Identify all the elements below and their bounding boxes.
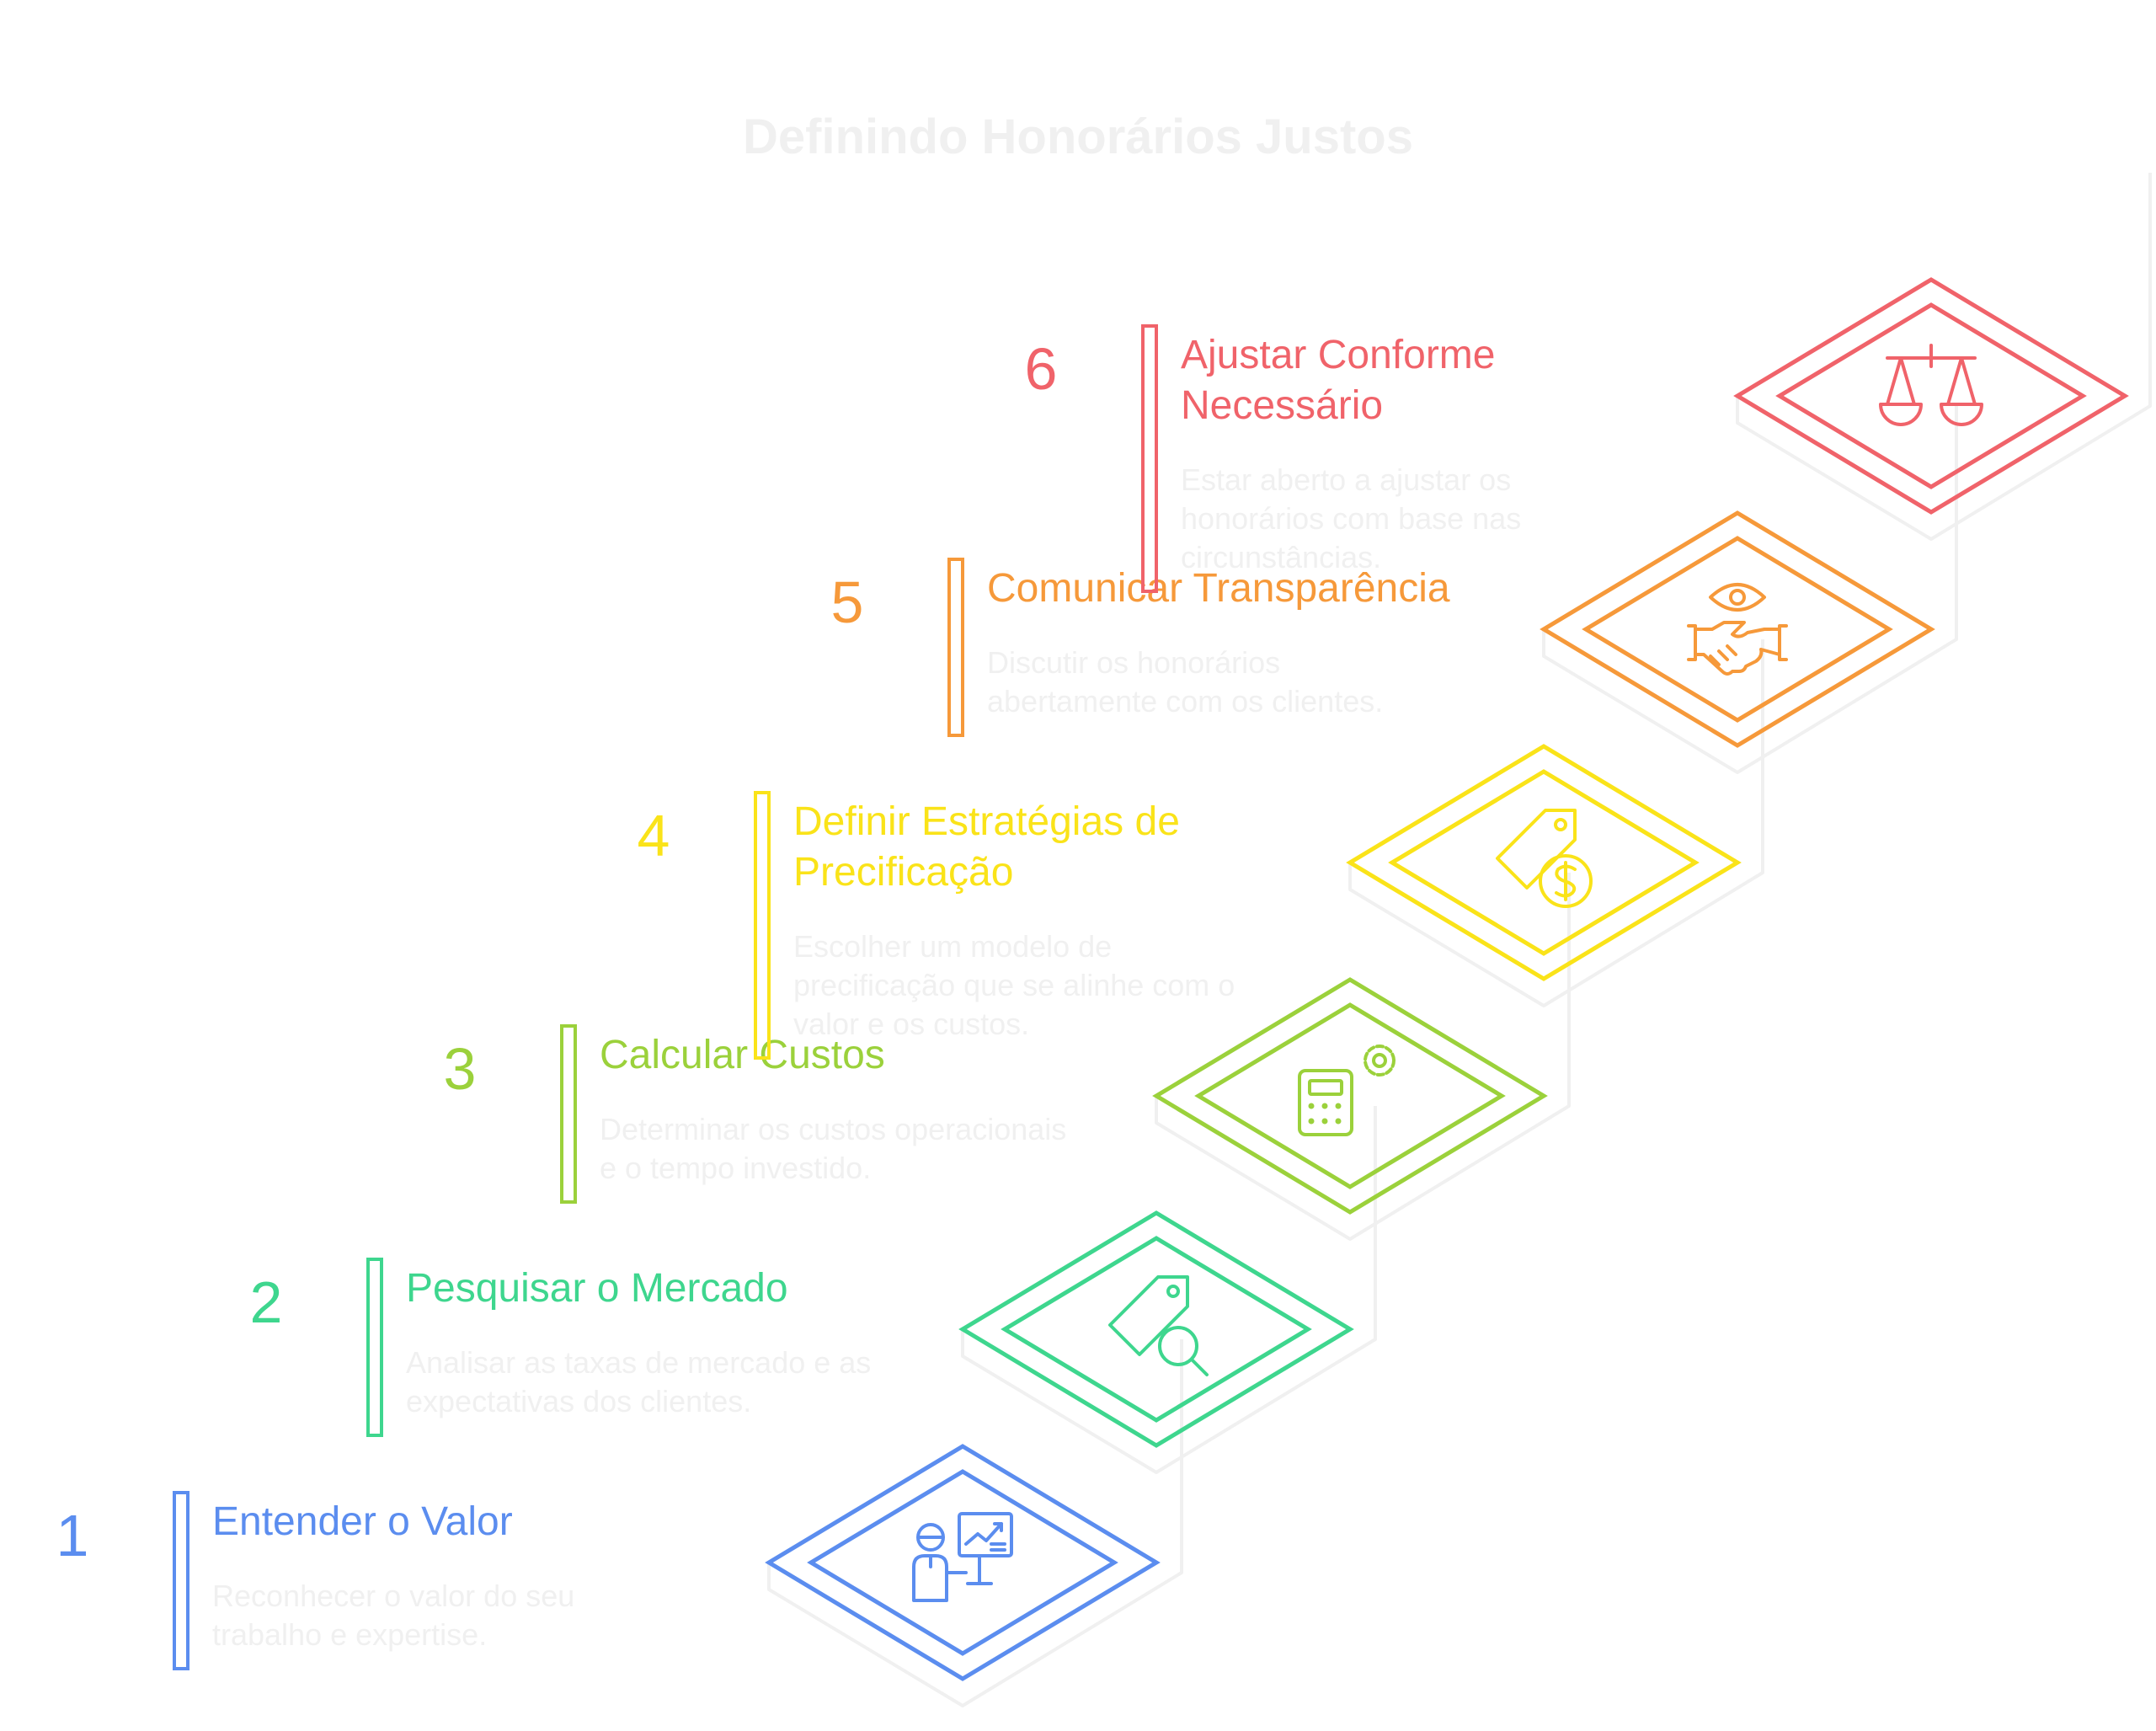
presentation-icon — [912, 1512, 1013, 1602]
step-bar — [366, 1258, 383, 1437]
step-diamond-outer — [1540, 510, 1935, 748]
stair-shadow — [1736, 173, 2152, 541]
stair-shadow — [1542, 406, 1958, 774]
step-number: 5 — [831, 569, 864, 635]
step-heading: Precificação — [793, 850, 1013, 895]
calculator-gear-icon — [1298, 1044, 1396, 1136]
step-description: Discutir os honorários — [987, 645, 1280, 680]
step-diamond-outer — [1152, 977, 1548, 1215]
step-bar — [560, 1024, 577, 1204]
step-diamond-inner — [1775, 302, 2087, 489]
balance-scale-icon — [1879, 344, 1983, 426]
step-diamond-inner — [1388, 769, 1700, 956]
step-description: abertamente com os clientes. — [987, 684, 1383, 719]
step-diamond-inner — [1582, 536, 1893, 723]
step-description: e o tempo investido. — [600, 1151, 871, 1185]
step-diamond-outer — [1346, 744, 1742, 981]
step-heading: Pesquisar o Mercado — [406, 1266, 788, 1311]
step-description: trabalho e expertise. — [212, 1617, 487, 1652]
stair-shadow — [1155, 873, 1571, 1241]
step-description: circunstâncias. — [1181, 540, 1381, 574]
price-tag-dollar-icon — [1496, 809, 1593, 908]
step-diamond-outer — [1733, 277, 2129, 515]
step-diamond-outer — [958, 1210, 1354, 1448]
step-diamond-inner — [807, 1469, 1118, 1656]
step-description: honorários com base nas — [1181, 501, 1521, 536]
price-tag-search-icon — [1108, 1275, 1209, 1376]
step-description: valor e os custos. — [793, 1007, 1029, 1041]
step-4: 4 Definir Estratégias de PrecificaçãoEscol… — [638, 744, 1742, 1060]
step-description: Escolher um modelo de — [793, 929, 1112, 964]
step-description: Reconhecer o valor do seu — [212, 1579, 574, 1613]
step-heading: Calcular Custos — [600, 1033, 885, 1077]
stair-shadow — [1348, 639, 1764, 1007]
step-number: 6 — [1025, 336, 1058, 402]
step-bar — [173, 1491, 189, 1670]
step-description: Analisar as taxas de mercado e as — [406, 1345, 871, 1380]
stair-shadow — [961, 1106, 1377, 1474]
step-number: 3 — [444, 1036, 477, 1102]
step-diamond-inner — [1194, 1002, 1506, 1189]
step-bar — [1141, 324, 1158, 593]
step-number: 2 — [250, 1269, 283, 1335]
step-heading: Ajustar Conforme — [1181, 333, 1495, 377]
eye-handshake-icon — [1687, 583, 1788, 676]
step-diamond-outer — [765, 1444, 1161, 1681]
step-diamond-inner — [1001, 1236, 1312, 1423]
step-bar — [947, 558, 964, 737]
step-description: expectativas dos clientes. — [406, 1384, 751, 1418]
step-description: Estar aberto a ajustar os — [1181, 462, 1511, 497]
step-heading: Necessário — [1181, 383, 1383, 428]
stair-shadow — [767, 1339, 1183, 1707]
step-bar — [754, 791, 771, 1060]
step-description: precificação que se alinhe com o — [793, 968, 1235, 1002]
step-heading: Entender o Valor — [212, 1499, 513, 1544]
step-heading: Definir Estratégias de — [793, 799, 1180, 844]
step-number: 1 — [56, 1503, 89, 1568]
diagram-title: Definindo Honorários Justos — [743, 110, 1413, 164]
step-description: Determinar os custos operacionais — [600, 1112, 1066, 1146]
stair-shadow-layer — [767, 173, 2152, 1707]
step-number: 4 — [638, 803, 670, 868]
step-heading: Comunicar Transparência — [987, 566, 1450, 611]
